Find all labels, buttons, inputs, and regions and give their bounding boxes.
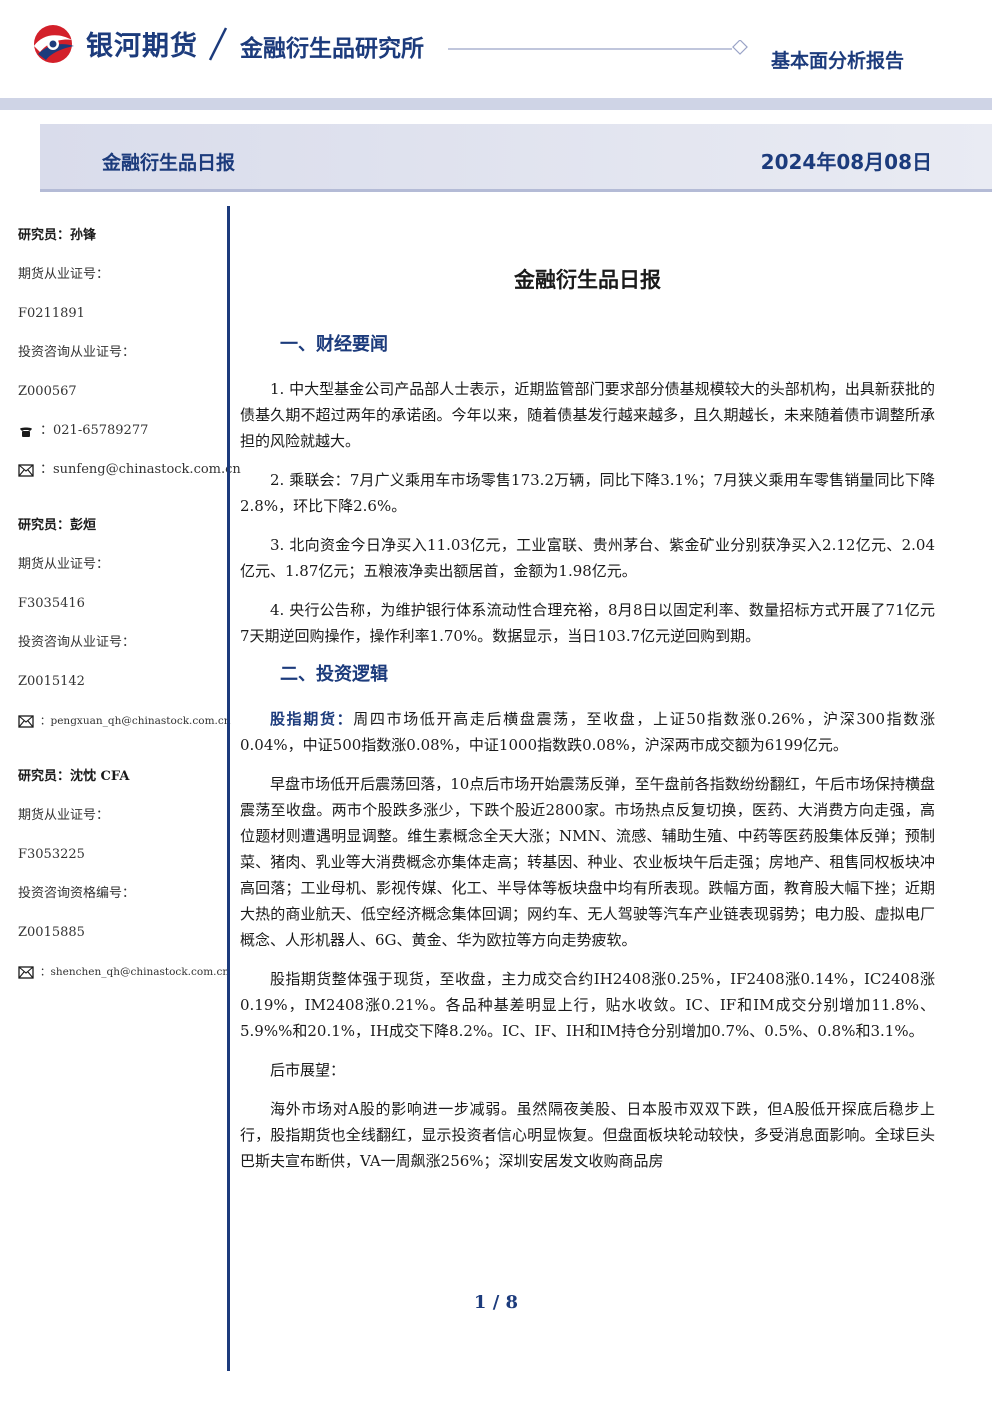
consult-number: Z000567 [18,384,77,399]
section-heading-news: 一、财经要闻 [280,334,388,355]
header-diamond-line-icon [448,40,748,55]
email-icon [18,463,34,477]
report-type: 基本面分析报告 [771,50,905,72]
report-body: 金融衍生品日报 一、财经要闻 1. 中大型基金公司产品部人士表示，近期监管部门要… [240,262,935,1187]
report-date: 2024年08月08日 [760,150,932,174]
outlook-label: 后市展望： [270,1061,346,1079]
page-number: 1 / 8 [473,1292,519,1313]
analyst-name: 研究员：孙锋 [18,228,97,243]
phone-line: ：021-65789277 [18,421,223,441]
analyst-sidebar: 研究员：孙锋 期货从业证号： F0211891 投资咨询从业证号： Z00056… [18,226,241,1018]
email-address[interactable]: ：shenchen_qh@chinastock.com.cn [40,966,230,978]
cert-label: 期货从业证号： [18,267,110,282]
cert-label: 期货从业证号： [18,808,110,823]
consult-label: 投资咨询从业证号： [18,635,136,650]
email-address[interactable]: ：sunfeng@chinastock.com.cn [40,462,241,477]
section-heading-logic: 二、投资逻辑 [280,664,388,685]
index-futures-text: 周四市场低开高走后横盘震荡，至收盘，上证50指数涨0.26%，沪深300指数涨0… [240,710,935,754]
consult-number: Z0015885 [18,925,85,940]
logic-paragraph: 早盘市场低开后震荡回落，10点后市场开始震荡反弹，至午盘前各指数纷纷翻红，午后市… [240,775,935,949]
analyst-name: 研究员：沈忱 CFA [18,769,130,784]
cert-number: F3053225 [18,847,85,862]
logic-paragraph: 海外市场对A股的影响进一步减弱。虽然隔夜美股、日本股市双双下跌，但A股低开探底后… [240,1100,935,1170]
cert-number: F0211891 [18,306,85,321]
email-address[interactable]: ：pengxuan_qh@chinastock.com.cn [40,715,231,727]
analyst-card: 研究员：孙锋 期货从业证号： F0211891 投资咨询从业证号： Z00056… [18,226,241,480]
consult-label: 投资咨询资格编号： [18,886,136,901]
sidebar-divider [227,206,230,1371]
index-futures-paragraph: 股指期货：周四市场低开高走后横盘震荡，至收盘，上证50指数涨0.26%，沪深30… [240,706,935,758]
phone-icon [20,427,32,437]
cert-number: F3035416 [18,596,85,611]
email-icon [18,965,34,979]
news-paragraph: 2. 乘联会：7月广义乘用车市场零售173.2万辆，同比下降3.1%；7月狭义乘… [240,471,935,515]
analyst-card: 研究员：沈忱 CFA 期货从业证号： F3053225 投资咨询资格编号： Z0… [18,767,229,982]
analyst-card: 研究员：彭烜 期货从业证号： F3035416 投资咨询从业证号： Z00151… [18,516,231,731]
consult-label: 投资咨询从业证号： [18,345,136,360]
email-icon [18,714,34,728]
logic-paragraph: 股指期货整体强于现货，至收盘，主力成交合约IH2408涨0.25%，IF2408… [240,970,935,1040]
analyst-name: 研究员：彭烜 [18,518,97,533]
phone-number: ：021-65789277 [40,423,149,438]
email-line: ：pengxuan_qh@chinastock.com.cn [18,711,231,731]
document-title: 金融衍生品日报 [514,268,661,292]
banner-title: 金融衍生品日报 [102,152,236,174]
news-paragraph: 1. 中大型基金公司产品部人士表示，近期监管部门要求部分债基规模较大的头部机构，… [240,380,935,450]
email-line: ：sunfeng@chinastock.com.cn [18,460,241,480]
consult-number: Z0015142 [18,674,85,689]
institute-name: 金融衍生品研究所 [240,36,424,62]
news-paragraph: 4. 央行公告称，为维护银行体系流动性合理充裕，8月8日以固定利率、数量招标方式… [240,601,935,645]
slash-divider-icon [208,27,228,61]
brand-name: 银河期货 [86,31,198,62]
index-futures-lead: 股指期货： [270,710,354,728]
email-line: ：shenchen_qh@chinastock.com.cn [18,962,229,982]
header-band [0,98,992,110]
news-paragraph: 3. 北向资金今日净买入11.03亿元，工业富联、贵州茅台、紫金矿业分别获净买入… [240,536,935,580]
cert-label: 期货从业证号： [18,557,110,572]
galaxy-logo-icon [34,25,74,63]
title-banner: 金融衍生品日报 2024年08月08日 [40,124,992,192]
